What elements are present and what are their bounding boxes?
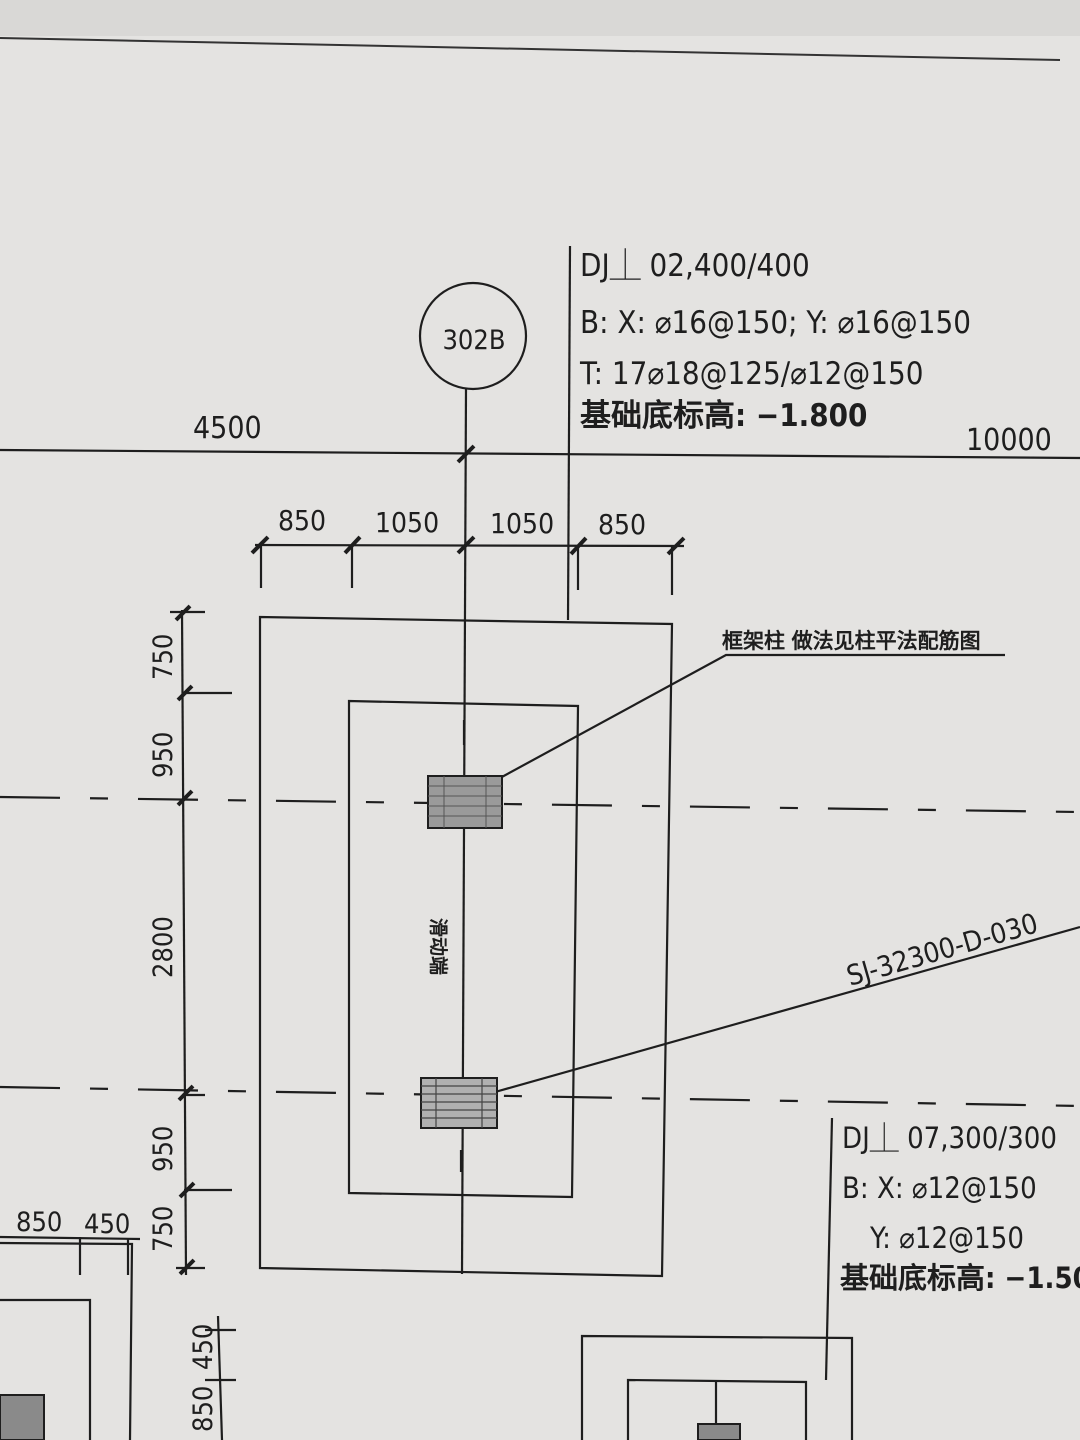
leader-column-callout <box>499 653 1005 779</box>
lower-right-footing-inner <box>626 1378 808 1440</box>
axis-bubble-302b <box>418 281 528 391</box>
vdim-label-1: 750 <box>148 634 179 680</box>
column-upper <box>427 775 503 829</box>
footing-main-line4: 基础底标高: −1.800 <box>580 398 867 434</box>
secondary-leader-vertical <box>824 1117 834 1381</box>
grid-line-dashed-lower <box>0 1085 1080 1108</box>
footing-inner-outline <box>347 699 580 1199</box>
vdim-label-4: 950 <box>148 1126 179 1172</box>
lower-left-column <box>0 1394 45 1440</box>
grid-spacing-left: 4500 <box>193 411 262 446</box>
stair-label: 滑动端 <box>427 918 450 975</box>
lower-left-hdim-1: 850 <box>16 1207 62 1238</box>
lower-left-vdim-1: 450 <box>188 1324 219 1370</box>
column-lower <box>420 1077 498 1129</box>
leader-reference-callout <box>494 925 1080 1094</box>
hdim-label-1: 850 <box>278 504 326 537</box>
lower-left-dim-line <box>0 1235 141 1241</box>
hdim-label-2: 1050 <box>375 506 439 539</box>
screen-top-edge <box>0 37 1061 61</box>
footing-secondary-line1: DJ⏊ 07,300/300 <box>842 1121 1057 1155</box>
footing-secondary-line4: 基础底标高: −1.500 <box>840 1261 1080 1295</box>
footing-main-line3: T: 17⌀18@125/⌀12@150 <box>579 356 924 392</box>
horizontal-dim-line <box>254 543 685 548</box>
grid-line-dashed-upper <box>0 795 1080 814</box>
hdim-label-4: 850 <box>598 508 646 541</box>
footing-main-line2: B: X: ⌀16@150; Y: ⌀16@150 <box>580 305 971 341</box>
vdim-label-3: 2800 <box>148 916 179 978</box>
dimension-ticks <box>174 444 686 1276</box>
vdim-label-2: 950 <box>148 732 179 778</box>
column-callout-text: 框架柱 做法见柱平法配筋图 <box>722 629 981 653</box>
lower-left-vdim-2: 850 <box>188 1386 219 1432</box>
lower-left-footing-inner <box>0 1298 92 1440</box>
lower-right-column <box>697 1423 741 1440</box>
axis-bubble-label: 302B <box>442 325 505 356</box>
footing-secondary-line3: Y: ⌀12@150 <box>869 1221 1024 1255</box>
footing-secondary-line2: B: X: ⌀12@150 <box>842 1171 1037 1205</box>
screen-bezel <box>0 0 1080 36</box>
footing-outer-outline <box>258 615 674 1278</box>
grid-spacing-right: 10000 <box>966 423 1052 458</box>
lower-left-vdim-line <box>216 1315 224 1440</box>
hdim-label-3: 1050 <box>490 507 554 540</box>
grid-line-main <box>0 448 1080 460</box>
annotation-leader-vertical <box>566 245 572 621</box>
lower-right-footing-outer <box>580 1334 854 1440</box>
lower-left-hdim-2: 450 <box>84 1209 130 1240</box>
vertical-dim-line <box>180 609 188 1276</box>
footing-main-line1: DJ⏊ 02,400/400 <box>580 248 810 284</box>
lower-left-footing-outer <box>0 1241 134 1440</box>
vdim-label-5: 750 <box>148 1206 179 1252</box>
